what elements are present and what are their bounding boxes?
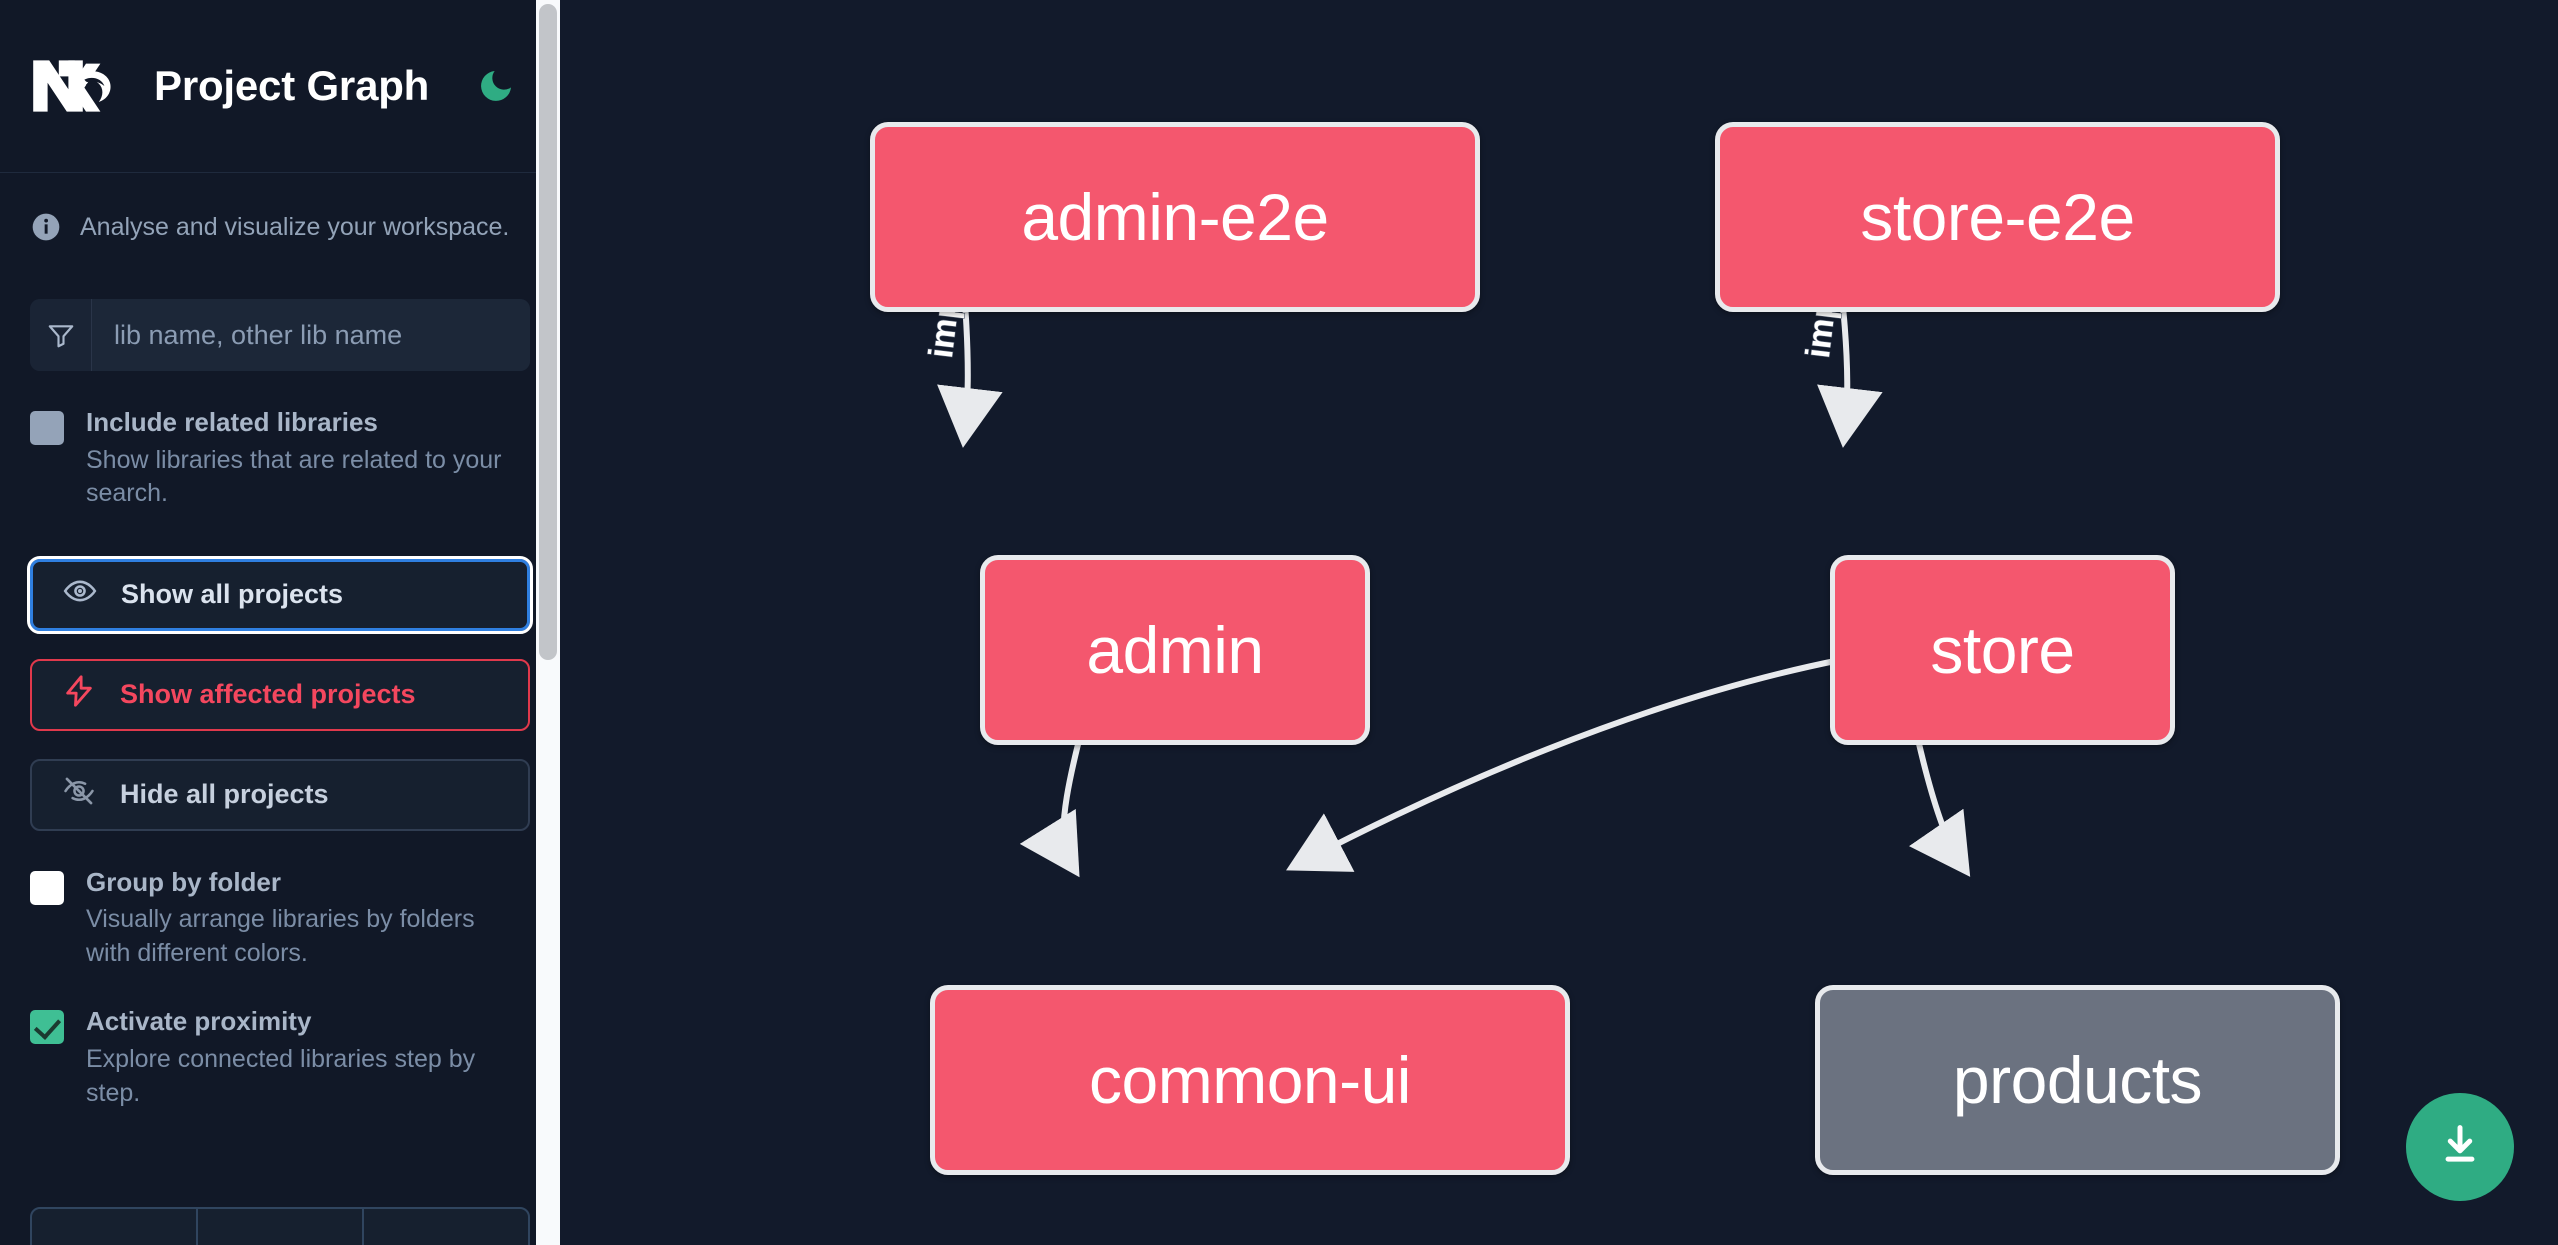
include-related-libraries-description: Show libraries that are related to your … — [86, 445, 502, 508]
sidebar-scrollbar-thumb[interactable] — [539, 4, 557, 660]
checkbox-group-by-folder[interactable]: Group by folder Visually arrange librari… — [0, 867, 560, 971]
group-by-folder-description: Visually arrange libraries by folders wi… — [86, 905, 475, 967]
funnel-filter-icon — [30, 299, 92, 371]
search-input[interactable] — [92, 299, 530, 371]
edge-store-to-common-ui — [1286, 657, 1841, 872]
page-title: Project Graph — [154, 62, 430, 109]
group-by-folder-checkbox[interactable] — [30, 870, 64, 905]
eye-icon — [63, 574, 97, 615]
activate-proximity-texts: Activate proximity Explore connected lib… — [86, 1006, 516, 1110]
show-affected-projects-button[interactable]: Show affected projects — [30, 658, 530, 731]
sidebar: Project Graph Analyse and visualize your… — [0, 0, 560, 1245]
moon-icon[interactable] — [475, 65, 517, 107]
nx-logo-icon — [30, 55, 126, 117]
lightning-bolt-icon — [62, 674, 96, 715]
graph-canvas[interactable]: implicit implicit admin-e2e store-e2e ad… — [560, 0, 2558, 1245]
graph-node-common-ui-label: common-ui — [1089, 1043, 1411, 1117]
include-related-libraries-label: Include related libraries — [86, 407, 378, 437]
eye-slash-icon — [62, 774, 96, 815]
graph-node-store[interactable]: store — [1830, 555, 2175, 745]
activate-proximity-description: Explore connected libraries step by step… — [86, 1045, 476, 1107]
graph-node-store-e2e-label: store-e2e — [1860, 180, 2135, 254]
graph-node-admin-e2e-label: admin-e2e — [1021, 180, 1329, 254]
activate-proximity-checkbox[interactable] — [30, 1010, 64, 1045]
group-by-folder-label: Group by folder — [86, 866, 281, 897]
activate-proximity-label: Activate proximity — [86, 1006, 312, 1037]
graph-node-common-ui[interactable]: common-ui — [930, 985, 1570, 1175]
show-all-projects-label: Show all projects — [121, 579, 344, 610]
checkbox-include-related-libraries[interactable]: Include related libraries Show libraries… — [0, 407, 560, 511]
sidebar-scrollbar-track[interactable] — [536, 0, 560, 1245]
graph-node-products[interactable]: products — [1815, 985, 2340, 1175]
workspace-info-text: Analyse and visualize your workspace. — [80, 212, 510, 241]
graph-node-admin[interactable]: admin — [980, 555, 1370, 745]
checkbox-activate-proximity[interactable]: Activate proximity Explore connected lib… — [0, 1006, 560, 1110]
filter-search-box[interactable] — [30, 299, 530, 371]
show-all-projects-button[interactable]: Show all projects — [27, 555, 533, 634]
include-related-libraries-texts: Include related libraries Show libraries… — [86, 407, 516, 511]
visibility-button-group: Show all projects Show affected projects — [0, 555, 560, 831]
graph-node-products-label: products — [1952, 1043, 2203, 1117]
hide-all-projects-button[interactable]: Hide all projects — [30, 758, 530, 831]
graph-node-admin-label: admin — [1086, 613, 1264, 687]
proximity-step-button-group[interactable] — [30, 1207, 530, 1245]
sidebar-header: Project Graph — [0, 0, 560, 173]
show-affected-projects-label: Show affected projects — [120, 679, 416, 710]
graph-node-store-e2e[interactable]: store-e2e — [1715, 122, 2280, 312]
graph-node-admin-e2e[interactable]: admin-e2e — [870, 122, 1480, 312]
workspace-info: Analyse and visualize your workspace. — [0, 173, 560, 243]
group-by-folder-texts: Group by folder Visually arrange librari… — [86, 867, 516, 971]
proximity-step-option-1[interactable] — [32, 1209, 198, 1245]
hide-all-projects-label: Hide all projects — [120, 779, 329, 810]
info-circle-icon — [30, 211, 62, 243]
include-related-libraries-checkbox[interactable] — [30, 411, 64, 445]
proximity-step-option-2[interactable] — [198, 1209, 364, 1245]
proximity-step-option-3[interactable] — [364, 1209, 528, 1245]
download-image-button[interactable] — [2406, 1093, 2514, 1201]
graph-node-store-label: store — [1930, 613, 2075, 687]
download-icon — [2434, 1119, 2486, 1176]
